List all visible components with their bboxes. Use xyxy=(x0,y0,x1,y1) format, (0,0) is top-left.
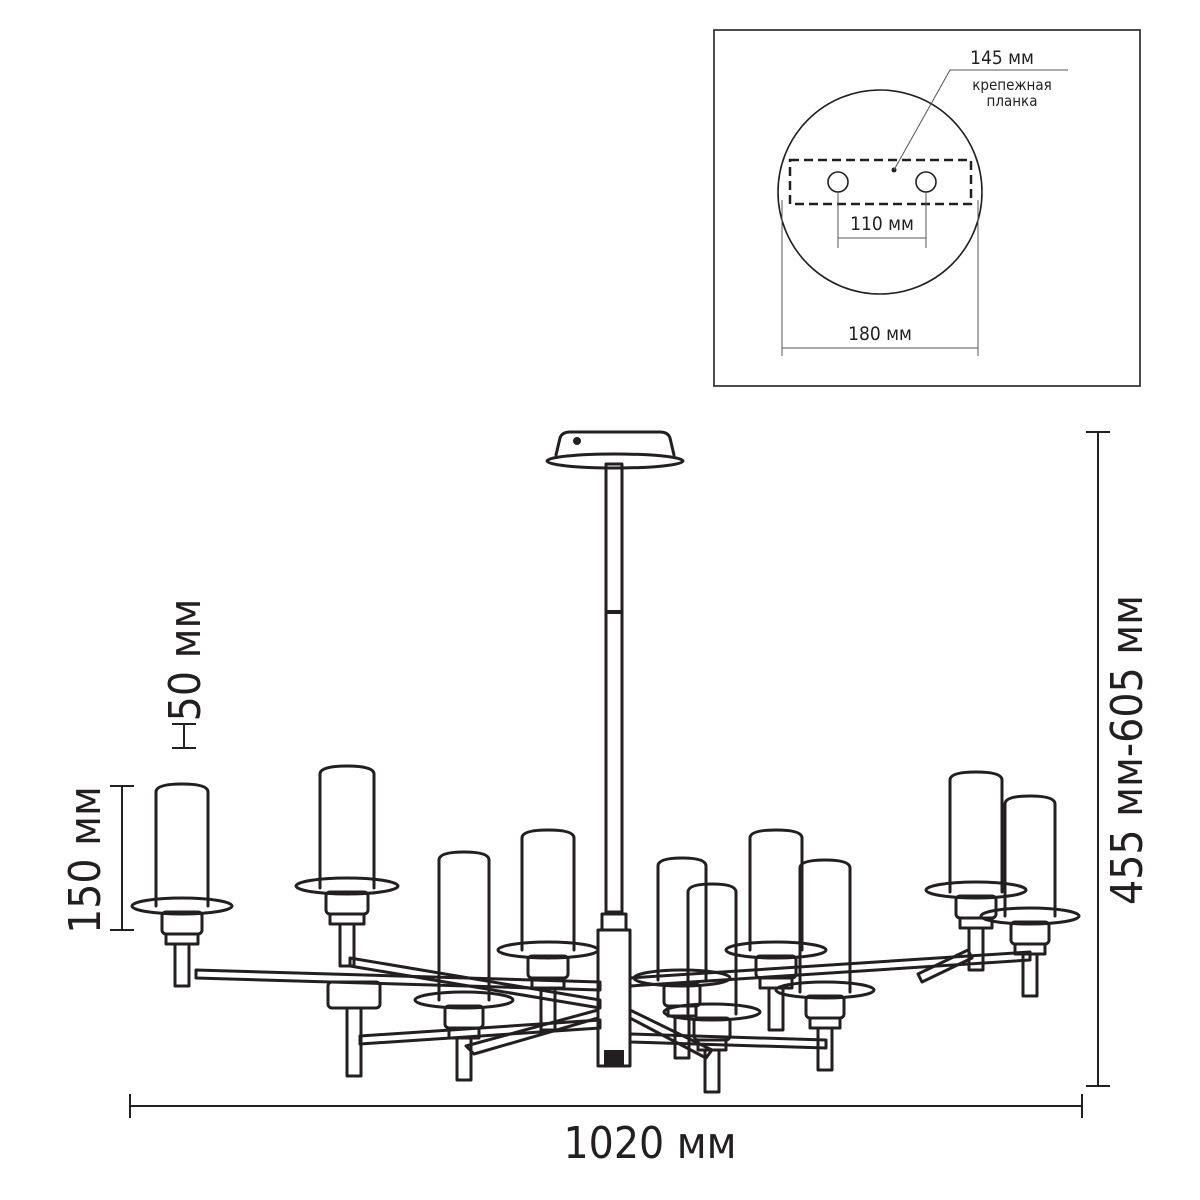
mount-hole-right xyxy=(915,171,937,193)
canopy-diameter-label: 180 мм xyxy=(848,323,912,345)
lamp-bobeche xyxy=(924,880,1028,900)
arm-front-right xyxy=(628,1032,828,1050)
arms xyxy=(194,948,1032,1060)
lamp-shade xyxy=(154,782,210,908)
lamp-8 xyxy=(774,858,876,1072)
shade-gap-label: 50 мм xyxy=(160,599,211,722)
lamp-shade xyxy=(437,850,491,1002)
hub xyxy=(596,928,632,1068)
width-dimension: 1020 мм xyxy=(129,1094,1083,1169)
lamp-shade xyxy=(318,764,376,890)
lamp-2 xyxy=(294,764,400,968)
lamp-stem xyxy=(816,1026,834,1072)
lamp-3 xyxy=(413,850,515,1082)
lamp-bobeche xyxy=(662,1002,762,1022)
lamp-10 xyxy=(632,856,732,1060)
lamp-shade xyxy=(1003,794,1057,918)
mount-hole-left xyxy=(827,171,849,193)
lamp-bobeche xyxy=(979,906,1081,926)
lamp-cup xyxy=(326,980,382,1010)
lamp-11 xyxy=(326,980,382,1078)
rod-upper xyxy=(604,462,624,614)
lamp-9 xyxy=(662,882,762,1094)
canopy-detail-inset: 145 мм крепежная планка 110 мм 180 мм xyxy=(713,29,1141,387)
mounting-bar-label-2: планка xyxy=(987,92,1038,110)
lamp-stem xyxy=(967,926,985,972)
lamp-shade xyxy=(798,858,852,994)
lamp-bobeche xyxy=(724,940,828,960)
canopy xyxy=(554,430,676,457)
lamp-bobeche xyxy=(632,968,732,988)
total-height-label: 455 мм-605 мм xyxy=(1102,595,1153,905)
shade-height-label: 150 мм xyxy=(60,786,111,934)
arm-right-brace xyxy=(916,948,974,984)
lamp-4 xyxy=(496,828,600,1032)
shade-dimensions: 150 мм 50 мм xyxy=(60,599,211,934)
arm-far-right xyxy=(628,950,1032,988)
lamp-bobeche xyxy=(413,990,515,1010)
lamp-bobeche xyxy=(774,980,876,1000)
canopy-rim xyxy=(545,452,685,470)
lamp-7 xyxy=(979,794,1081,998)
lamp-bobeche xyxy=(130,896,234,916)
lamp-shade xyxy=(656,856,708,982)
canopy-plate-circle xyxy=(777,89,983,295)
lamps xyxy=(130,764,1081,1094)
lamp-stem xyxy=(1021,952,1039,998)
mounting-bar-leader xyxy=(893,69,1068,171)
lamp-stem xyxy=(338,922,356,968)
lamp-shade xyxy=(948,770,1004,894)
lamp-bobeche xyxy=(496,940,600,960)
arm-inner-left xyxy=(348,956,602,1010)
lamp-stem xyxy=(173,942,191,988)
lamp-1 xyxy=(130,782,234,988)
mounting-bar-label-1: крепежная xyxy=(972,76,1052,94)
canopy-and-rod xyxy=(545,430,685,1068)
lamp-stem xyxy=(539,986,557,1032)
mount-hole-distance-label: 110 мм xyxy=(850,213,914,235)
height-dimension: 455 мм-605 мм xyxy=(1086,431,1153,1087)
lamp-stem xyxy=(673,1014,691,1060)
hub-top-cap xyxy=(600,912,628,932)
total-width-label: 1020 мм xyxy=(563,1118,736,1169)
lamp-bobeche xyxy=(294,876,400,896)
canopy-screw xyxy=(573,437,581,445)
lamp-shade xyxy=(748,828,804,952)
inset-frame xyxy=(713,29,1141,387)
lamp-stem xyxy=(345,1006,363,1078)
lamp-shade xyxy=(520,828,576,952)
lamp-shade xyxy=(686,882,738,1016)
lamp-6 xyxy=(924,770,1028,972)
hub-finial xyxy=(604,1050,624,1066)
lamp-stem xyxy=(455,1036,473,1082)
rod-lower xyxy=(604,610,624,914)
lamp-stem xyxy=(703,1048,721,1094)
plate-hole-spacing-label: 145 мм xyxy=(970,47,1034,69)
mounting-bar-outline xyxy=(788,158,973,206)
